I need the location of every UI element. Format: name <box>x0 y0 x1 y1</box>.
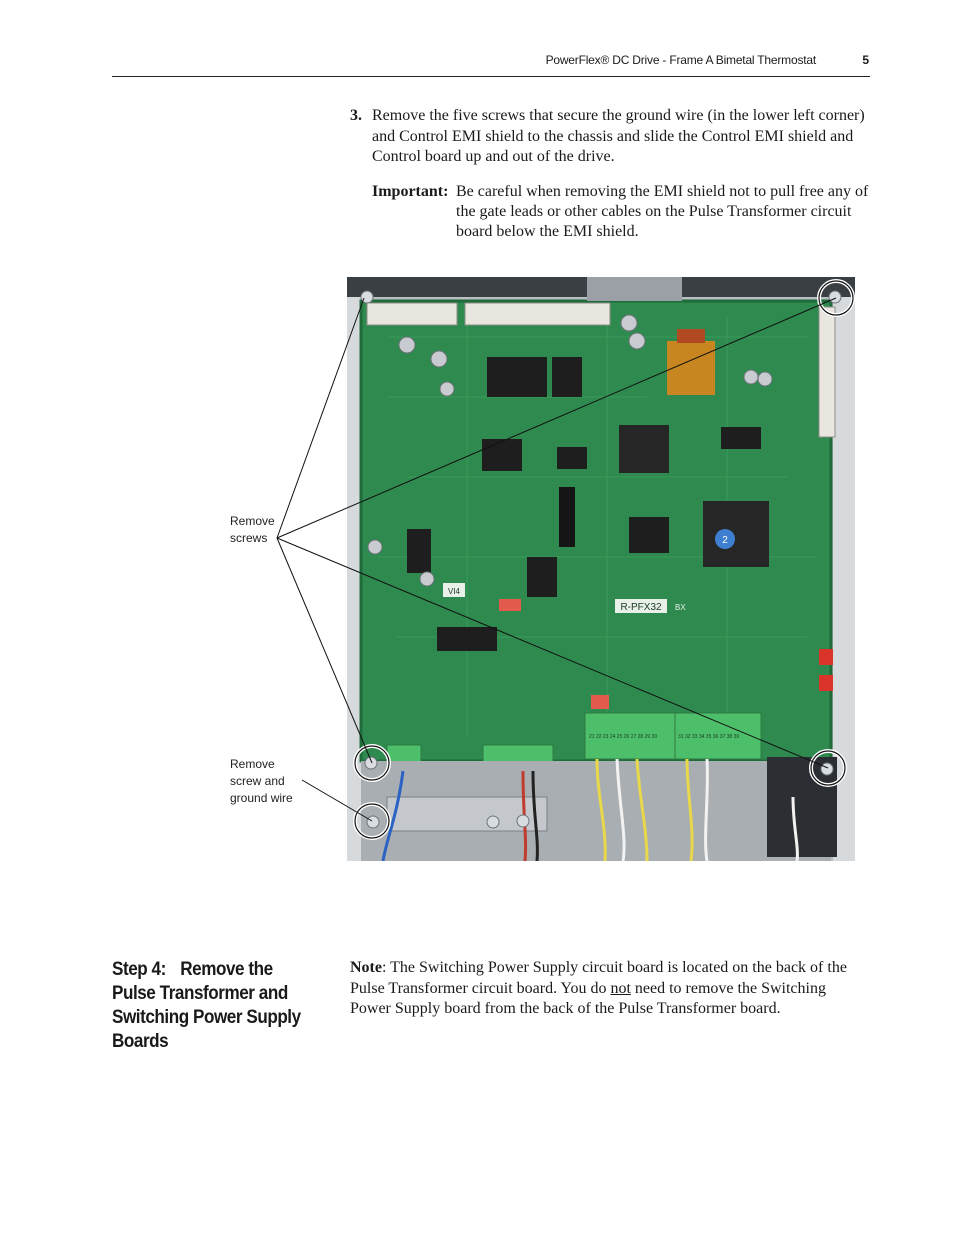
step-3: 3. Remove the five screws that secure th… <box>350 106 870 168</box>
board-mark-vi4: VI4 <box>448 587 461 596</box>
board-label: R-PFX32 <box>620 602 662 613</box>
important-note: Important: Be careful when removing the … <box>372 182 870 242</box>
page-number: 5 <box>862 53 869 67</box>
chip-sticker: 2 <box>722 535 728 546</box>
control-board-photo: 2 R-PFX32 BX VI4 21 22 23 24 25 26 27 28… <box>347 277 855 861</box>
header-title: PowerFlex® DC Drive - Frame A Bimetal Th… <box>545 53 817 67</box>
important-text: Be careful when removing the EMI shield … <box>456 183 869 240</box>
note-paragraph: Note: The Switching Power Supply circuit… <box>350 959 847 1017</box>
board-mark-bx: BX <box>675 603 686 612</box>
step-3-text: Remove the five screws that secure the g… <box>372 107 865 165</box>
emphasis-not: not <box>610 979 631 997</box>
step-4-heading: Step 4:Remove the Pulse Transformer and … <box>112 958 319 1054</box>
callout-remove-screws: Remove screws <box>230 514 275 545</box>
note-label: Note <box>350 959 382 976</box>
step-3-number: 3. <box>350 107 362 124</box>
important-label: Important: <box>372 183 449 200</box>
terminal-labels-right: 31 32 33 34 35 36 37 38 39 <box>678 734 739 740</box>
callout-remove-ground-wire: Remove screw and ground wire <box>230 757 293 805</box>
terminal-labels-left: 21 22 23 24 25 26 27 28 29 30 <box>589 734 657 740</box>
step-4-label: Step 4: <box>112 959 166 980</box>
page-header: PowerFlex® DC Drive - Frame A Bimetal Th… <box>112 50 870 77</box>
step-4-title: Remove the Pulse Transformer and Switchi… <box>112 959 301 1052</box>
